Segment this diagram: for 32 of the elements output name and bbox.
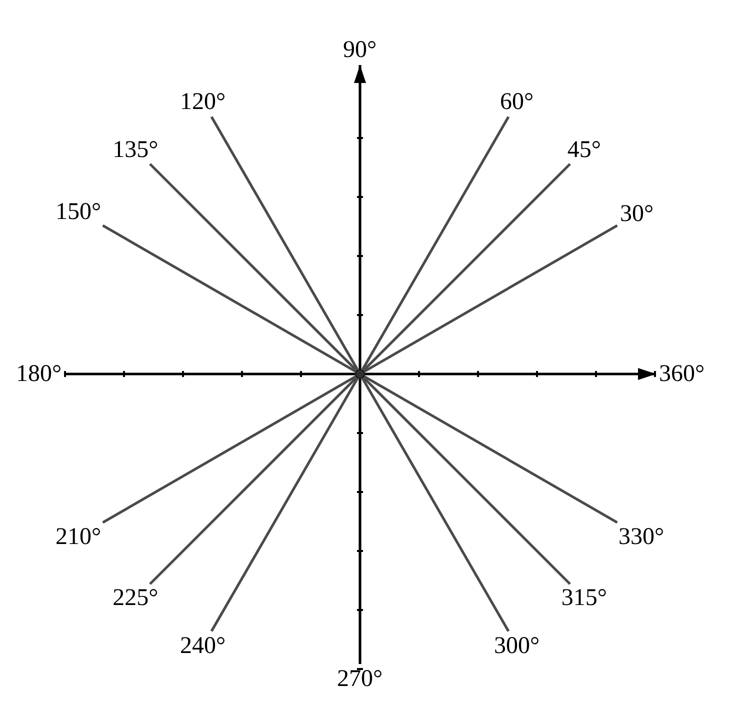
angle-label: 150° bbox=[54, 198, 102, 224]
angle-label: 225° bbox=[112, 585, 160, 612]
ray-line bbox=[149, 376, 358, 585]
ray-line bbox=[210, 378, 359, 632]
angle-label: 45° bbox=[566, 136, 602, 163]
angle-label: 60° bbox=[499, 89, 535, 116]
ray-line bbox=[364, 224, 618, 373]
ray-line bbox=[358, 379, 362, 664]
ray-line bbox=[102, 375, 356, 524]
ray-line bbox=[364, 375, 618, 524]
axis-arrow bbox=[365, 368, 656, 380]
angle-label: 120° bbox=[178, 89, 227, 116]
angle-label: 180° bbox=[15, 361, 63, 387]
angle-label: 240° bbox=[178, 632, 227, 659]
angle-label: 315° bbox=[560, 585, 608, 612]
axis-arrow bbox=[354, 65, 366, 369]
angle-label: 90° bbox=[342, 37, 378, 63]
ray-line bbox=[102, 224, 356, 373]
ray-line bbox=[65, 372, 355, 376]
angle-label: 300° bbox=[493, 632, 541, 659]
angle-label: 330° bbox=[617, 524, 666, 550]
angle-label: 210° bbox=[54, 524, 102, 550]
ray-line bbox=[362, 163, 571, 372]
ray-line bbox=[149, 163, 358, 372]
ray-line bbox=[362, 376, 571, 585]
angle-label: 360° bbox=[658, 361, 706, 387]
angle-label: 270° bbox=[336, 666, 384, 692]
ray-line bbox=[210, 116, 359, 370]
ray-line bbox=[361, 378, 510, 632]
ray-line bbox=[361, 116, 510, 370]
angle-label: 30° bbox=[618, 201, 655, 228]
angle-label: 135° bbox=[112, 136, 160, 163]
